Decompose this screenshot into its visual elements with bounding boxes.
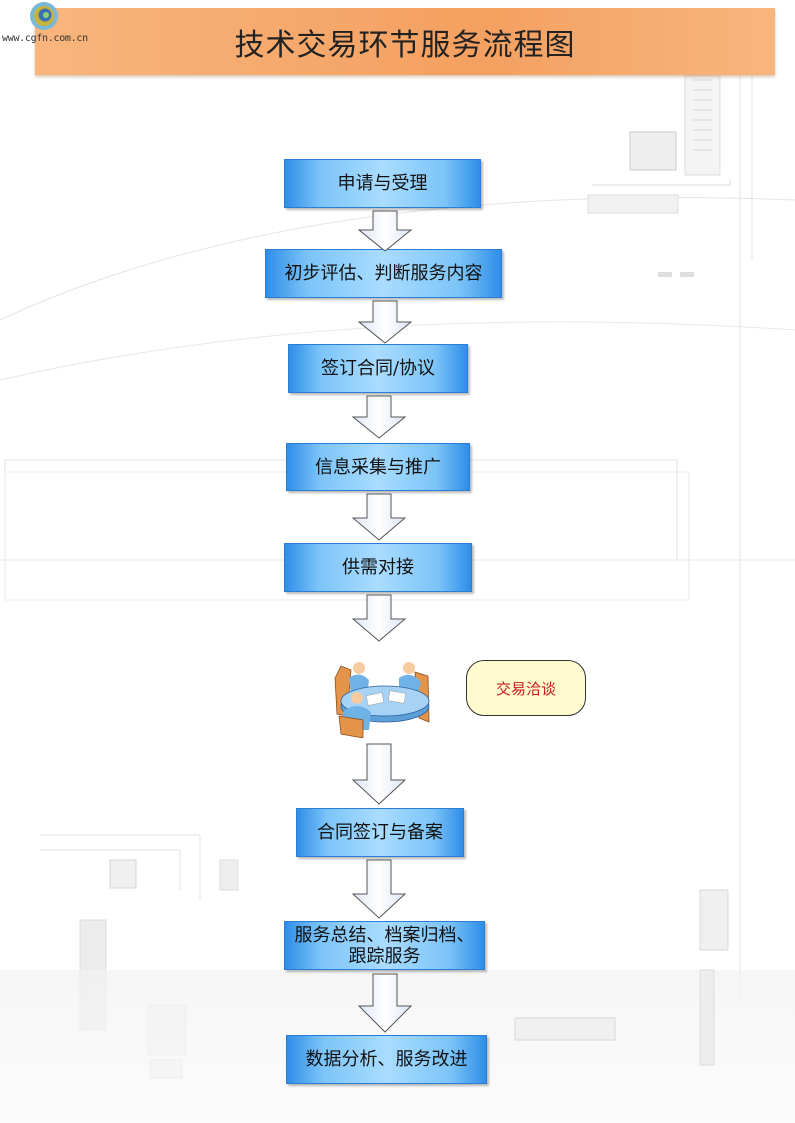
step-contract-filing: 合同签订与备案: [296, 808, 464, 857]
down-arrow-icon: [352, 594, 406, 642]
step-info-collection: 信息采集与推广: [286, 443, 470, 491]
title-banner: 技术交易环节服务流程图: [35, 8, 775, 75]
down-arrow-icon: [358, 300, 412, 344]
step-label: 签订合同/协议: [320, 358, 436, 379]
step-label: 申请与受理: [337, 173, 428, 194]
step-preliminary-assessment: 初步评估、判断服务内容: [265, 249, 502, 298]
step-sign-agreement: 签订合同/协议: [288, 344, 468, 393]
spiral-logo-icon: [30, 2, 58, 30]
step-label-line1: 服务总结、档案归档、: [294, 924, 475, 946]
step-label: 供需对接: [342, 557, 414, 578]
down-arrow-icon: [358, 973, 412, 1033]
step-data-analysis: 数据分析、服务改进: [286, 1035, 487, 1084]
step-supply-demand-matching: 供需对接: [284, 543, 472, 592]
meeting-icon: [334, 662, 430, 738]
step-label: 初步评估、判断服务内容: [284, 263, 483, 284]
down-arrow-icon: [352, 493, 406, 541]
step-service-summary: 服务总结、档案归档、 跟踪服务: [284, 921, 485, 970]
step-label: 合同签订与备案: [317, 822, 443, 843]
negotiation-label: 交易洽谈: [495, 679, 556, 698]
step-apply-accept: 申请与受理: [284, 159, 481, 208]
logo-url: www.cgfn.com.cn: [2, 33, 88, 44]
negotiation-callout: 交易洽谈: [466, 660, 586, 716]
down-arrow-icon: [358, 210, 412, 252]
logo: www.cgfn.com.cn: [0, 0, 105, 50]
page-title: 技术交易环节服务流程图: [234, 27, 576, 63]
down-arrow-icon: [352, 859, 406, 919]
down-arrow-icon: [352, 743, 406, 805]
down-arrow-icon: [352, 395, 406, 439]
step-label-line2: 跟踪服务: [348, 945, 421, 967]
step-label: 数据分析、服务改进: [305, 1049, 468, 1070]
step-label: 信息采集与推广: [315, 456, 441, 478]
